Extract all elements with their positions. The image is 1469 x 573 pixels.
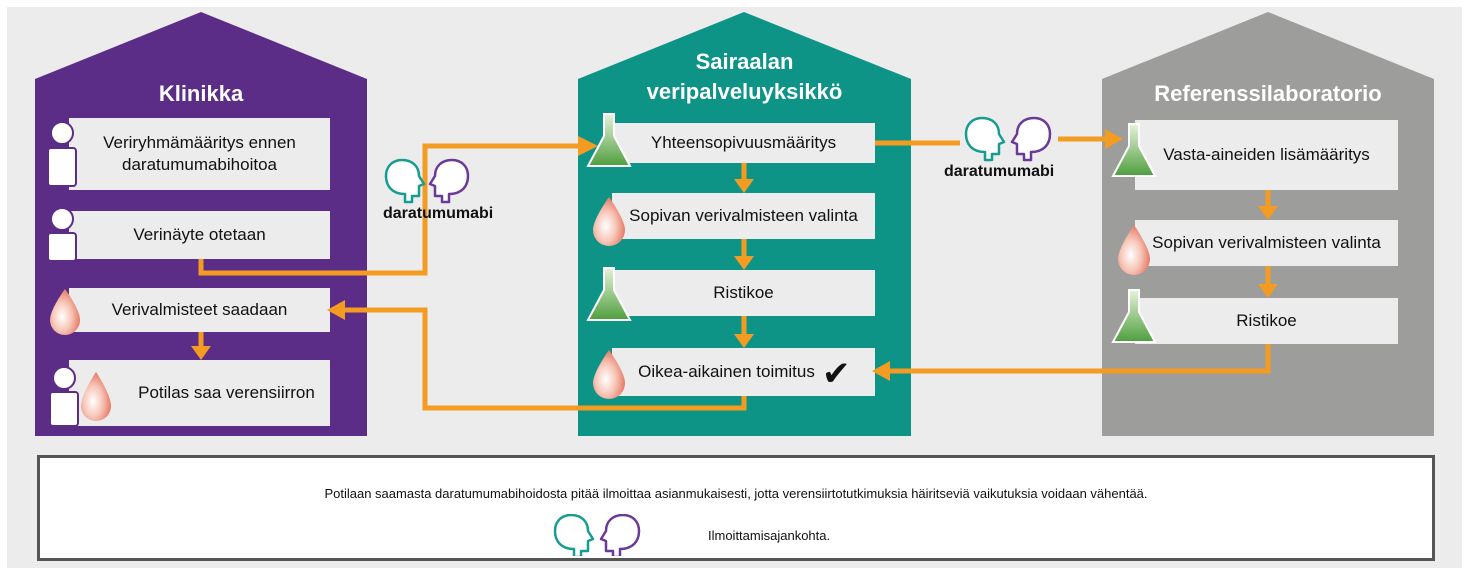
arrow-reference-to-hospital	[890, 344, 1271, 374]
legend-text: Ilmoittamisajankohta.	[708, 528, 831, 543]
arrowhead	[1258, 206, 1278, 220]
blood-drop-icon	[81, 372, 111, 421]
blood-drop-icon	[50, 289, 80, 335]
hospital-step-label: Sopivan verivalmisteen valinta	[629, 206, 858, 225]
clinic-step-transfusion: Potilas saa verensiirron	[69, 360, 330, 426]
arrowhead	[734, 179, 754, 193]
arrowhead	[872, 361, 890, 381]
hospital-step-compatibility: Yhteensopivuusmääritys	[612, 123, 875, 163]
reference-step-label: Vasta-aineiden lisämääritys	[1163, 145, 1370, 164]
hospital-step-label: Ristikoe	[713, 283, 774, 302]
arrowhead	[327, 300, 345, 320]
reference-step-label: Ristikoe	[1236, 311, 1297, 330]
clinic-step-products-received: Verivalmisteet saadaan	[69, 288, 330, 332]
person-icon	[49, 366, 79, 427]
arrowhead	[734, 256, 754, 270]
arrowhead	[191, 346, 211, 360]
clinic-title: Klinikka	[158, 81, 244, 106]
daratumumab-note-right: daratumumabi	[944, 163, 1055, 180]
hospital-step-delivery: Oikea-aikainen toimitus	[612, 348, 875, 396]
reference-step-label: Sopivan verivalmisteen valinta	[1152, 233, 1381, 252]
arrow-hospital-to-clinic	[345, 307, 747, 411]
person-icon	[47, 121, 77, 187]
reference-step-antibody: Vasta-aineiden lisämääritys	[1135, 120, 1398, 190]
checkmark-icon: ✔	[822, 355, 851, 393]
hospital-step-crossmatch: Ristikoe	[612, 270, 875, 316]
speech-heads-icon	[964, 116, 1052, 162]
hospital-step-selection: Sopivan verivalmisteen valinta	[612, 193, 875, 239]
arrowhead	[1105, 129, 1123, 149]
reference-title: Referenssilaboratorio	[1154, 81, 1382, 106]
clinic-step-blood-typing: Veriryhmämääritys ennen daratumumabihoit…	[69, 118, 330, 190]
clinic-step-label: Veriryhmämääritys ennen daratumumabihoit…	[103, 133, 296, 174]
arrowhead	[734, 334, 754, 348]
hospital-title-line2: veripalveluyksikkö	[646, 79, 843, 104]
hospital-step-label: Oikea-aikainen toimitus	[638, 362, 815, 381]
person-icon	[47, 207, 77, 262]
blood-drop-icon	[593, 350, 625, 399]
arrow-clinic-to-hospital	[198, 143, 578, 276]
clinic-step-sample: Verinäyte otetaan	[69, 211, 330, 259]
speech-heads-icon	[553, 514, 641, 556]
flask-icon	[586, 113, 632, 167]
hospital-step-label: Yhteensopivuusmääritys	[650, 133, 837, 152]
flask-icon	[586, 267, 632, 321]
reference-step-crossmatch: Ristikoe	[1135, 298, 1398, 344]
arrowhead	[578, 136, 598, 156]
clinic-step-label: Verivalmisteet saadaan	[111, 300, 288, 319]
flask-icon	[1111, 123, 1157, 177]
blood-drop-icon	[593, 197, 625, 246]
info-text: Potilaan saamasta daratumumabihoidosta p…	[324, 486, 1148, 501]
hospital-title-line1: Sairaalan	[695, 49, 794, 74]
blood-drop-icon	[1118, 225, 1150, 275]
reference-step-selection: Sopivan verivalmisteen valinta	[1135, 220, 1398, 266]
speech-heads-icon	[384, 158, 470, 204]
clinic-step-label: Verinäyte otetaan	[133, 225, 266, 244]
flask-icon	[1111, 289, 1157, 343]
info-box: Potilaan saamasta daratumumabihoidosta p…	[37, 455, 1435, 561]
arrowhead	[1258, 284, 1278, 298]
clinic-step-label: Potilas saa verensiirron	[138, 383, 315, 402]
daratumumab-note-left: daratumumabi	[383, 205, 494, 222]
